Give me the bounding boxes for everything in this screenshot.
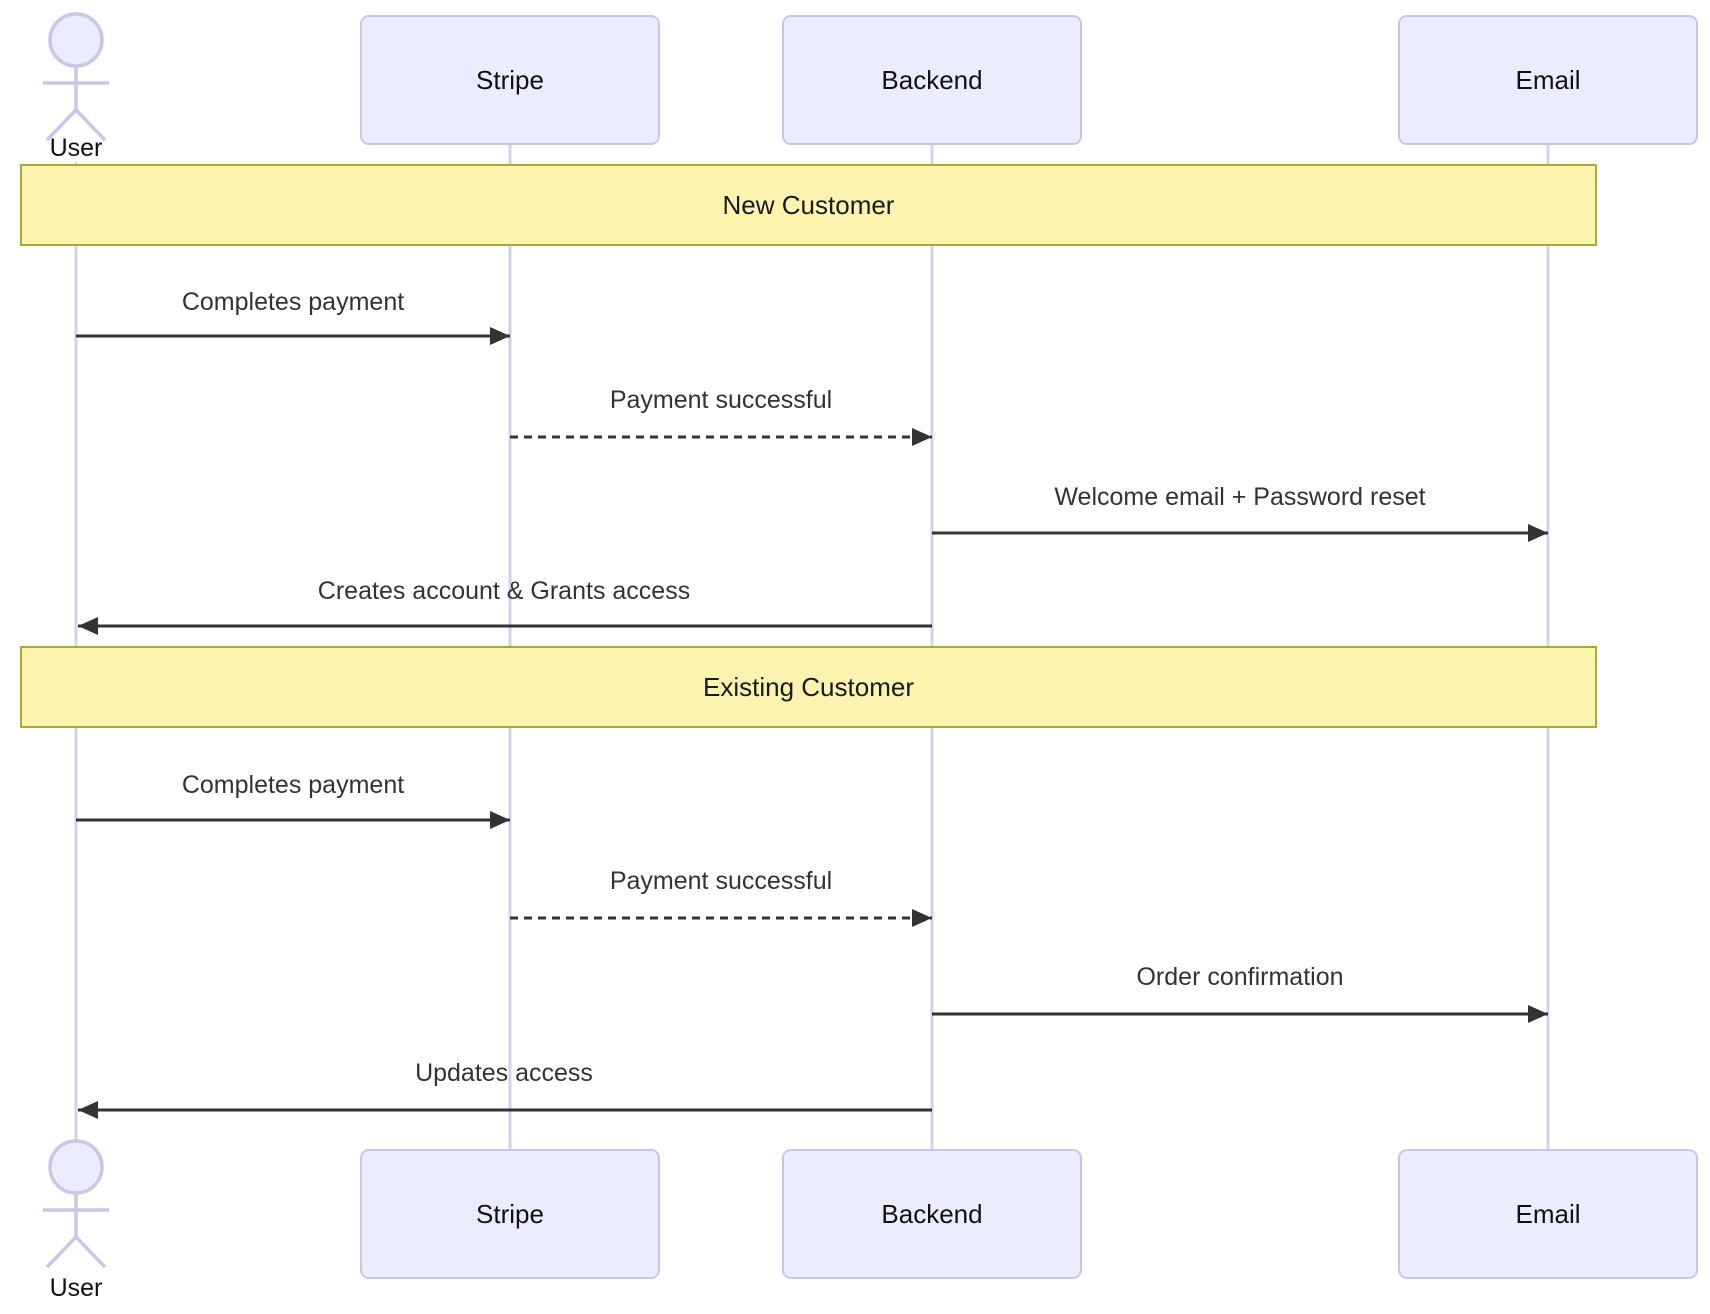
participant-label: Email xyxy=(1515,1198,1581,1229)
user-actor-icon-bottom xyxy=(43,1139,109,1269)
participant-box-email-top: Email xyxy=(1398,15,1698,145)
message-label-creates-account: Creates account & Grants access xyxy=(317,577,691,605)
message-label-completes-payment-1: Completes payment xyxy=(181,288,405,316)
section-title: Existing Customer xyxy=(703,671,914,702)
participant-label: Stripe xyxy=(476,64,544,95)
actor-label-user-top: User xyxy=(49,134,103,162)
participant-label: Stripe xyxy=(476,1198,544,1229)
participant-label: Backend xyxy=(881,1198,983,1229)
message-label-welcome-email: Welcome email + Password reset xyxy=(1054,483,1426,511)
participant-box-backend-bottom: Backend xyxy=(782,1149,1082,1279)
user-actor-icon-top xyxy=(43,12,109,142)
section-banner-new-customer: New Customer xyxy=(20,164,1597,246)
message-label-payment-successful-2: Payment successful xyxy=(609,867,833,895)
participant-label: Email xyxy=(1515,64,1581,95)
participant-label: Backend xyxy=(881,64,983,95)
section-banner-existing-customer: Existing Customer xyxy=(20,646,1597,728)
participant-box-backend-top: Backend xyxy=(782,15,1082,145)
participant-box-email-bottom: Email xyxy=(1398,1149,1698,1279)
participant-box-stripe-top: Stripe xyxy=(360,15,660,145)
participant-box-stripe-bottom: Stripe xyxy=(360,1149,660,1279)
message-label-order-confirmation: Order confirmation xyxy=(1136,963,1344,991)
message-label-completes-payment-2: Completes payment xyxy=(181,771,405,799)
section-title: New Customer xyxy=(722,189,895,220)
actor-label-user-bottom: User xyxy=(49,1274,103,1302)
message-label-updates-access: Updates access xyxy=(415,1059,593,1087)
message-label-payment-successful-1: Payment successful xyxy=(609,386,833,414)
